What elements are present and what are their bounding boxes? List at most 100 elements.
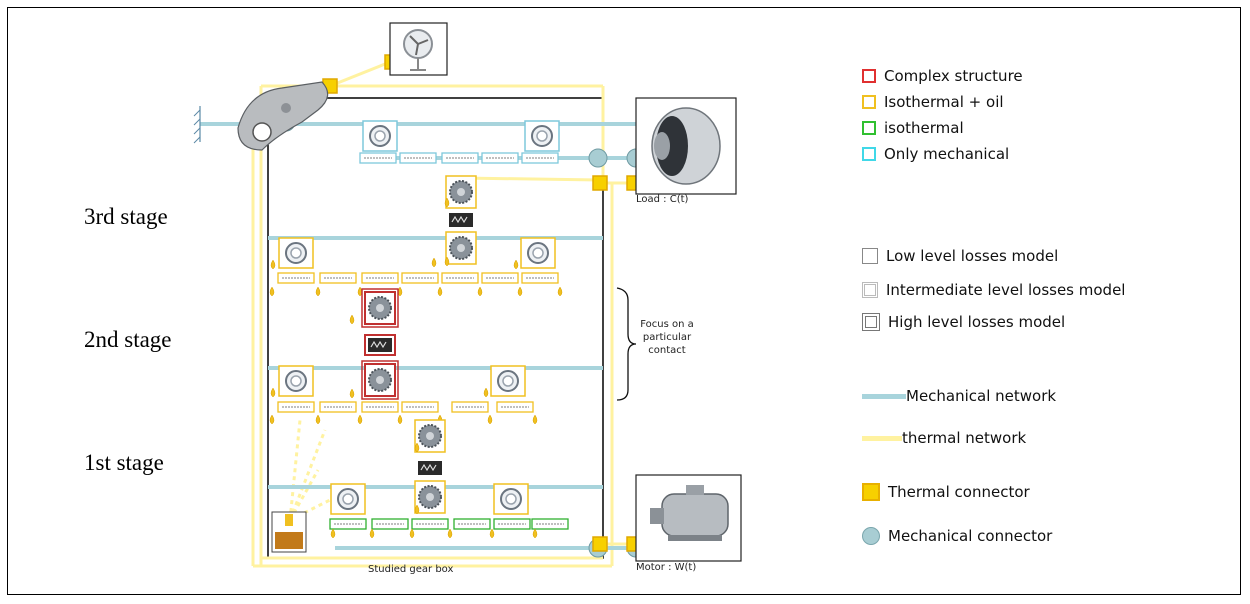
electric-motor-icon [661,493,729,537]
housing-bolt [281,103,291,113]
legend-label: Mechanical connector [888,527,1053,545]
bearing-inner [342,493,354,505]
oil-drop-icon [444,256,450,267]
thermal-link [460,176,601,182]
figure-frame [7,7,1241,595]
gear-hub [426,493,434,501]
oil-drop-icon [414,442,420,453]
contact-teeth [370,340,387,349]
bearing-inner [290,375,302,387]
load-machine-hub [654,132,670,160]
legend-low-level: Low level losses model [862,244,1058,268]
oil-drop-icon [517,286,523,297]
legend-mechanical-network: Mechanical network [862,384,1056,408]
contact-teeth [451,215,468,224]
focus-brace [616,287,637,401]
bearing-inner [536,130,548,142]
legend-intermediate-level: Intermediate level losses model [862,278,1125,302]
oil-drop-icon [349,314,355,325]
oil-drop-icon [269,286,275,297]
bearing-inner [532,247,544,259]
housing-icon [237,81,329,151]
oil-drop-icon [444,197,450,208]
oil-drop-icon [557,286,563,297]
legend-label: thermal network [902,429,1027,447]
gear-outer-box [361,288,399,328]
thermal-link [288,419,302,521]
legend-isothermal-oil: Isothermal + oil [862,90,1004,114]
contact-teeth [420,463,437,472]
legend-label: Complex structure [884,67,1023,85]
bearing-inner [505,493,517,505]
oil-drop-icon [489,528,495,539]
ground-hatch [193,118,201,126]
oil-drop-icon [315,414,321,425]
oil-drop-icon [487,414,493,425]
load-machine-core [656,116,688,176]
legend-line-mech [862,393,906,399]
thermal-link [288,429,327,521]
oil-drop-icon [447,528,453,539]
legend-label: High level losses model [888,313,1066,331]
oil-drop-icon [369,528,375,539]
bearing-inner [374,130,386,142]
oil-drop-icon [532,528,538,539]
oil-drop-icon [270,387,276,398]
legend-swatch-cyan [862,147,876,161]
focus-label: Focus on a particular contact [640,319,694,356]
legend-label: Intermediate level losses model [886,281,1126,299]
ground-hatch [193,136,201,144]
oil-drop-icon [330,528,336,539]
oil-drop-icon [357,414,363,425]
thermal-connector [592,175,608,191]
oil-sump-icon [275,532,303,549]
legend-line-thermal [862,435,902,441]
motor-label: Motor : W(t) [636,562,697,573]
legend-swatch-thermal-connector [862,483,880,501]
oil-drop-icon [409,528,415,539]
legend-complex-structure: Complex structure [862,64,1023,88]
oil-drop-icon [477,286,483,297]
legend-swatch-yellow [862,95,876,109]
oil-drop-icon [431,257,437,268]
oil-drop-icon [437,286,443,297]
oil-drop-icon [414,504,420,515]
thermal-connector [592,536,608,552]
ground-hatch [193,127,201,135]
stage-label-2nd: 2nd stage [84,327,172,352]
legend-label: Mechanical network [906,387,1057,405]
legend-swatch-green [862,121,876,135]
oil-drop-icon [349,388,355,399]
oil-sump-connector [285,514,293,526]
oil-drop-icon [483,387,489,398]
motor-terminal [686,485,704,495]
legend-isothermal: isothermal [862,116,964,140]
stage-label-1st: 1st stage [84,450,164,475]
gearbox-label: Studied gear box [368,564,454,575]
legend-label: isothermal [884,119,964,137]
bearing-inner [502,375,514,387]
gear-hub [376,304,384,312]
stage-label-3rd: 3rd stage [84,204,168,229]
ground-hatch [193,109,201,117]
legend-label: Low level losses model [886,247,1059,265]
load-label: Load : C(t) [636,194,689,205]
fan-blades [409,35,429,56]
legend-swatch-red [862,69,876,83]
legend-label: Thermal connector [888,483,1030,501]
legend-swatch-thick [862,313,880,331]
legend-swatch-mech-connector [862,527,880,545]
motor-base [668,535,722,541]
legend-thermal-connector: Thermal connector [862,480,1030,504]
legend-label: Isothermal + oil [884,93,1004,111]
motor-shaft [650,508,664,524]
gear-hub [457,188,465,196]
gear-outer-box [361,360,399,400]
oil-drop-icon [532,414,538,425]
mechanical-connector [588,148,608,168]
bearing-inner [290,247,302,259]
oil-drop-icon [270,259,276,270]
oil-drop-icon [269,414,275,425]
legend-swatch-thin [862,248,878,264]
